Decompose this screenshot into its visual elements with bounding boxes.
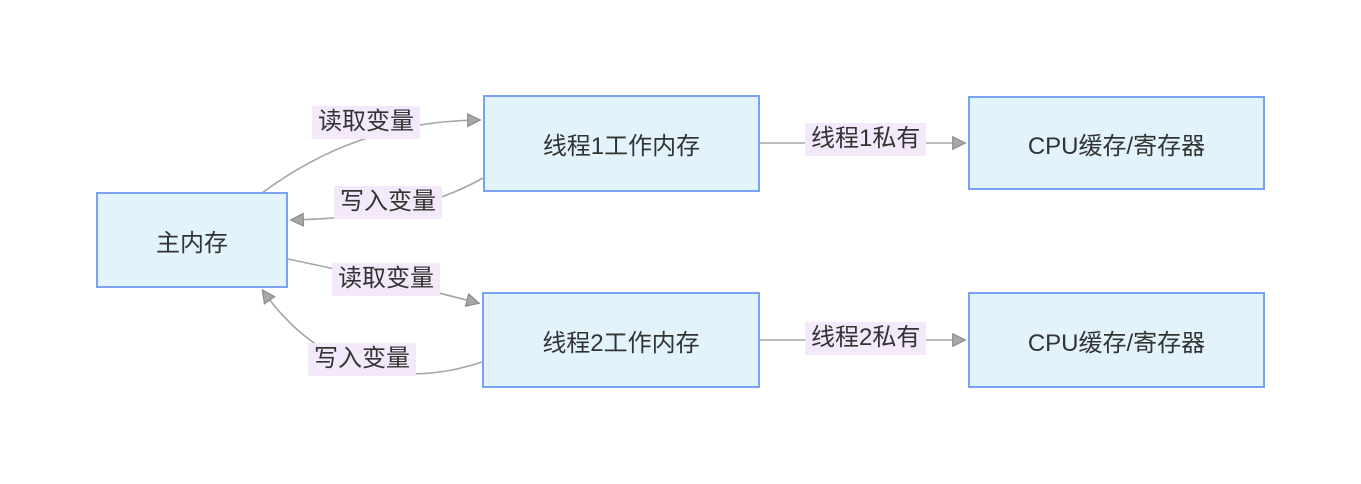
edge-label-write-variable-bottom: 写入变量 xyxy=(308,343,416,376)
node-main-memory: 主内存 xyxy=(96,192,288,288)
edge-read-to-thread1 xyxy=(261,112,482,194)
edge-label-thread1-private: 线程1私有 xyxy=(805,123,927,156)
node-cpu-cache-2: CPU缓存/寄存器 xyxy=(968,292,1265,388)
node-main-memory-label: 主内存 xyxy=(156,229,228,257)
node-thread2-working-memory-label: 线程2工作内存 xyxy=(542,329,700,357)
edge-label-read-variable-top: 读取变量 xyxy=(312,106,420,139)
node-cpu-cache-2-label: CPU缓存/寄存器 xyxy=(1027,329,1206,357)
edge-label-write-variable-top: 写入变量 xyxy=(334,186,442,219)
node-thread1-working-memory-label: 线程1工作内存 xyxy=(542,133,701,160)
edge-label-read-variable-bottom: 读取变量 xyxy=(332,263,440,296)
node-cpu-cache-1: CPU缓存/寄存器 xyxy=(968,96,1265,190)
edge-label-thread2-private: 线程2私有 xyxy=(805,322,927,355)
node-thread1-working-memory: 线程1工作内存 xyxy=(483,95,760,192)
node-thread2-working-memory: 线程2工作内存 xyxy=(482,292,760,388)
node-cpu-cache-1-label: CPU缓存/寄存器 xyxy=(1027,132,1206,160)
